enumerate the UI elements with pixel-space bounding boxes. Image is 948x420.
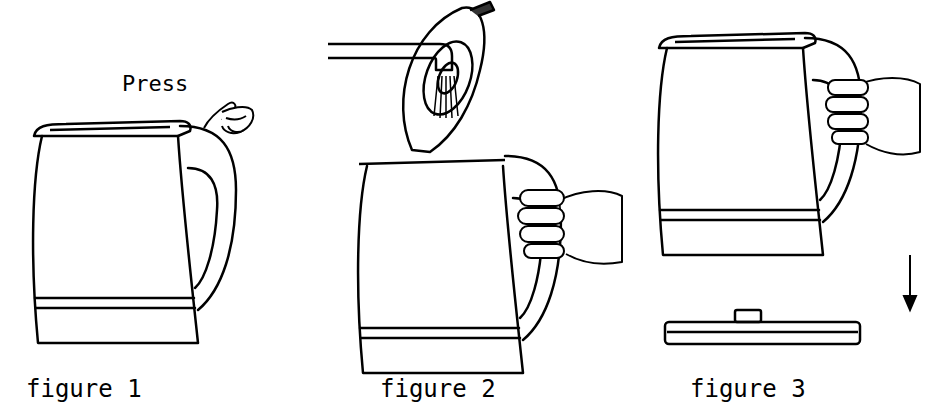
- power-base: [665, 310, 860, 344]
- figure-caption: figure 2: [380, 376, 496, 402]
- kettle-figure-1: [33, 121, 236, 343]
- water-tap: [328, 44, 452, 70]
- lift-arrow: [904, 255, 916, 310]
- lifting-hand: [826, 78, 920, 154]
- pressing-hand: [204, 103, 253, 133]
- figure-caption: figure 3: [690, 376, 806, 402]
- holding-hand: [518, 190, 622, 264]
- kettle-figure-3: [658, 33, 861, 255]
- figure-caption: figure 1: [26, 376, 142, 402]
- water-stream: [434, 76, 458, 118]
- kettle-figure-2: [358, 156, 561, 373]
- action-label: Press: [122, 72, 188, 96]
- open-lid: [403, 2, 494, 152]
